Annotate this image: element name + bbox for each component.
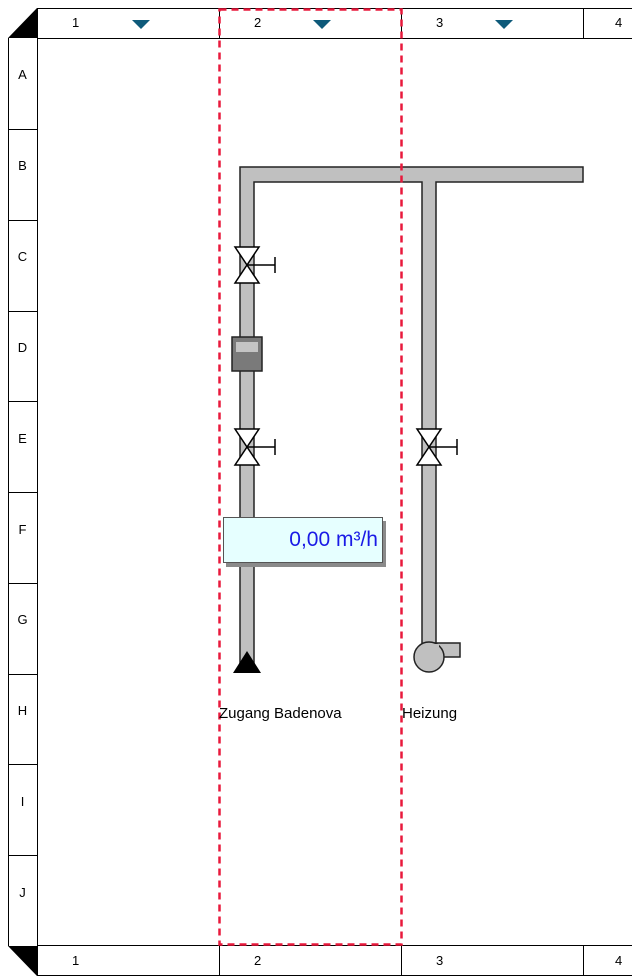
row-header-i: I	[20, 794, 25, 809]
row-header-a: A	[18, 67, 27, 82]
triangle-down-icon[interactable]	[495, 20, 513, 29]
valve-icon[interactable]	[415, 428, 458, 466]
column-header-1[interactable]: 1	[72, 15, 80, 30]
column-header-3[interactable]: 3	[436, 15, 444, 30]
label-zugang-badenova: Zugang Badenova	[219, 705, 342, 722]
triangle-down-icon[interactable]	[132, 20, 150, 29]
corner-top-left	[8, 8, 37, 38]
row-header-j: J	[19, 885, 26, 900]
corner-bottom-left	[8, 946, 37, 976]
valve-icon[interactable]	[233, 246, 276, 284]
triangle-down-icon[interactable]	[313, 20, 331, 29]
row-header-g: G	[17, 612, 28, 627]
grid-frame	[8, 8, 632, 976]
column-footer-4: 4	[615, 953, 623, 968]
row-header-e: E	[18, 431, 27, 446]
flow-rate-display[interactable]: 0,00 m³/h	[223, 517, 383, 563]
pipe-network	[239, 166, 584, 668]
label-heizung: Heizung	[402, 705, 458, 722]
row-header-h: H	[17, 703, 28, 718]
column-header-2[interactable]: 2	[254, 15, 262, 30]
column-footer-2: 2	[254, 953, 262, 968]
selection-rectangle[interactable]	[218, 8, 403, 946]
column-footer-1: 1	[72, 953, 80, 968]
pump-icon[interactable]	[413, 641, 461, 673]
valve-icon[interactable]	[233, 428, 276, 466]
inlet-triangle-icon[interactable]	[233, 651, 261, 673]
meter-icon[interactable]	[231, 336, 263, 372]
row-header-d: D	[17, 340, 28, 355]
column-footer-3: 3	[436, 953, 444, 968]
row-header-f: F	[18, 522, 27, 537]
column-header-4[interactable]: 4	[615, 15, 623, 30]
row-header-b: B	[18, 158, 27, 173]
row-header-c: C	[17, 249, 28, 264]
